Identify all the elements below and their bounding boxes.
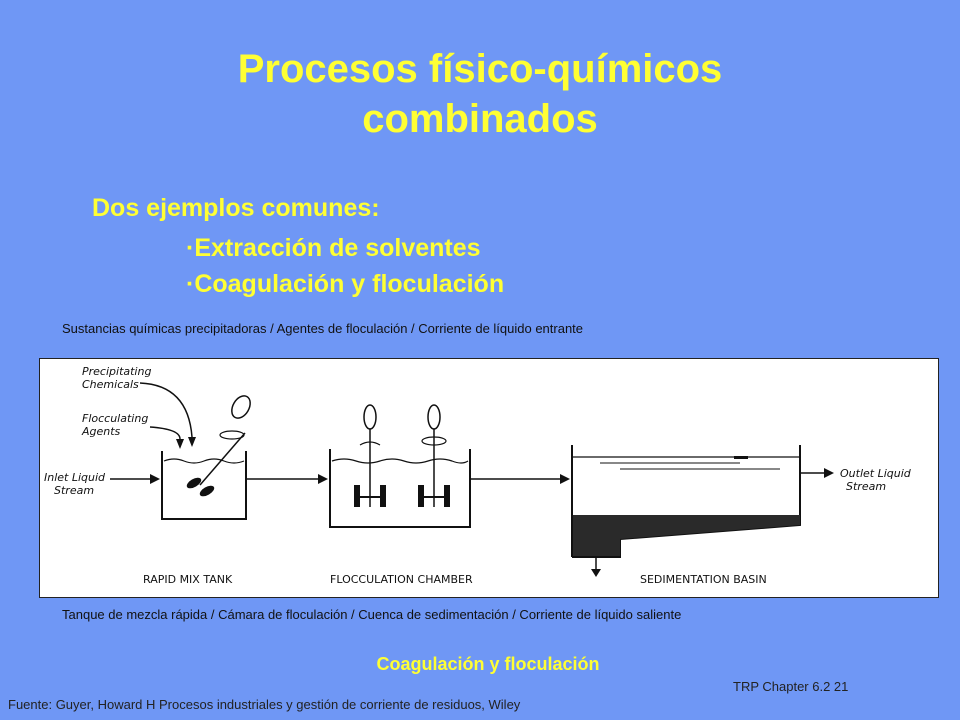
- label-outlet-1: Outlet Liquid: [840, 467, 912, 480]
- label-outlet-2: Stream: [846, 480, 886, 493]
- figure-caption: Coagulación y floculación: [376, 654, 600, 674]
- flow-arrow-1: [246, 474, 328, 484]
- rapid-mix-tank: [161, 395, 251, 520]
- label-precipitating-1: Precipitating: [82, 365, 151, 378]
- process-diagram-svg: Precipitating Chemicals Flocculating Age…: [44, 365, 912, 586]
- label-inlet-2: Stream: [54, 484, 94, 497]
- bullet-list: ·Extracción de solventes ·Coagulación y …: [186, 230, 504, 302]
- label-flocculating-2: Agents: [81, 425, 121, 438]
- source-citation: Fuente: Guyer, Howard H Procesos industr…: [8, 697, 521, 712]
- feed-arrowheads: [176, 437, 196, 449]
- caption-top: Sustancias químicas precipitadoras / Age…: [62, 321, 584, 336]
- label-inlet-1: Inlet Liquid: [44, 471, 106, 484]
- outlet-arrow: [800, 468, 834, 478]
- chemical-feed-lines: [139, 382, 193, 440]
- label-sedimentation: SEDIMENTATION BASIN: [640, 573, 767, 586]
- label-rapid-mix: RAPID MIX TANK: [143, 573, 233, 586]
- title-line-1: Procesos físico-químicos: [237, 47, 723, 91]
- label-flocculation: FLOCCULATION CHAMBER: [330, 573, 473, 586]
- bullet-item: ·Extracción de solventes: [186, 234, 481, 262]
- sedimentation-basin: [571, 445, 801, 577]
- subtitle: Dos ejemplos comunes:: [92, 194, 380, 222]
- slide-title: Procesos físico-químicos combinados: [0, 44, 960, 144]
- label-flocculating-1: Flocculating: [82, 412, 148, 425]
- caption-bottom: Tanque de mezcla rápida / Cámara de floc…: [62, 607, 682, 622]
- chapter-label: TRP Chapter 6.2 21: [733, 679, 849, 694]
- flow-arrow-2: [470, 474, 570, 484]
- bullet-item: ·Coagulación y floculación: [186, 270, 505, 298]
- process-diagram: Precipitating Chemicals Flocculating Age…: [39, 358, 939, 598]
- title-line-2: combinados: [362, 97, 598, 141]
- inlet-arrow: [110, 474, 160, 484]
- flocculation-chamber: [329, 404, 471, 528]
- label-precipitating-2: Chemicals: [82, 378, 139, 391]
